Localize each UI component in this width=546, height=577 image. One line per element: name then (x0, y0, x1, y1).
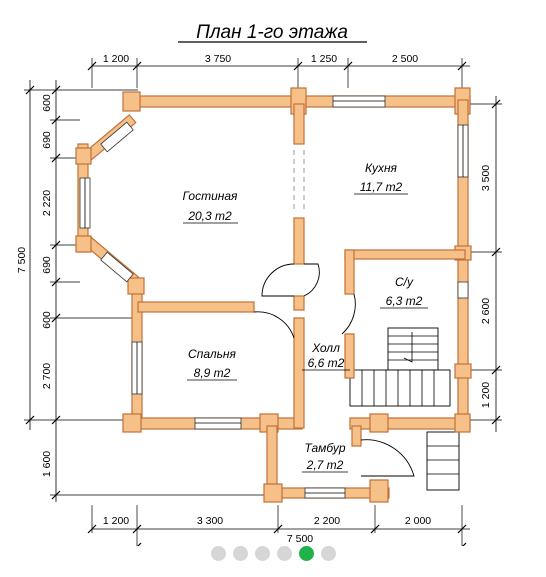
dim-left-7: 1 600 (41, 451, 53, 477)
pager-dot-2[interactable] (232, 546, 248, 561)
floor-plan: План 1-го этажа 1 200 3 750 1 250 2 500 … (16, 22, 502, 546)
pager-dot-6[interactable] (320, 546, 336, 561)
dim-top-1: 1 200 (103, 53, 129, 65)
dim-left-4: 690 (41, 256, 53, 274)
dimension-top: 1 200 3 750 1 250 2 500 (87, 53, 470, 88)
room-name-bath: С/у (395, 275, 414, 289)
dim-left-6: 2 700 (41, 363, 53, 389)
dim-left-1: 600 (41, 94, 53, 112)
room-area-living: 20,3 m2 (187, 209, 232, 223)
room-labels: Гостиная 20,3 m2 Кухня 11,7 m2 С/у 6,3 m… (183, 161, 428, 473)
room-name-living: Гостиная (183, 189, 238, 203)
dim-right-2: 2 600 (480, 298, 492, 324)
dim-bottom-3: 2 200 (314, 515, 340, 527)
room-area-bath: 6,3 m2 (386, 294, 423, 308)
dim-bottom-1: 1 200 (103, 515, 129, 527)
opening-dashes (293, 150, 305, 212)
image-pager (0, 546, 546, 566)
window-kitchen-top (332, 95, 386, 108)
dim-bottom-2: 3 300 (197, 515, 223, 527)
window-bay-bottom (100, 251, 134, 283)
window-bay-top (100, 121, 134, 153)
dim-top-3: 1 250 (311, 53, 337, 65)
dim-left-total: 7 500 (16, 247, 28, 273)
pager-dot-3[interactable] (254, 546, 270, 561)
dim-left-2: 690 (41, 131, 53, 149)
pager-dot-1[interactable] (210, 546, 226, 561)
room-area-kitchen: 11,7 m2 (360, 180, 403, 194)
room-area-bedroom: 8,9 m2 (194, 366, 231, 380)
windows (79, 95, 469, 499)
room-name-kitchen: Кухня (365, 161, 398, 175)
doors (253, 263, 415, 477)
window-bedroom-bottom (194, 417, 242, 430)
room-name-tambour: Тамбур (304, 441, 345, 455)
window-bath (457, 281, 469, 299)
pager-dot-5-active[interactable] (298, 546, 314, 561)
dim-top-4: 2 500 (392, 53, 418, 65)
dimension-bottom: 1 200 3 300 2 200 2 000 7 500 (87, 505, 470, 546)
room-name-hall: Холл (311, 341, 340, 355)
pager-dot-4[interactable] (276, 546, 292, 561)
staircase (349, 327, 460, 491)
dimension-left: 600 690 2 220 690 600 2 700 1 600 7 500 (16, 80, 275, 502)
dim-left-3: 2 220 (41, 190, 53, 216)
dim-bottom-total: 7 500 (287, 533, 313, 545)
room-area-tambour: 2,7 m2 (306, 458, 344, 472)
dim-left-5: 600 (41, 311, 53, 329)
room-name-bedroom: Спальня (188, 347, 236, 361)
room-area-hall: 6,6 m2 (308, 356, 345, 370)
dimension-right: 3 500 2 600 1 200 (470, 96, 502, 432)
dim-top-2: 3 750 (205, 53, 231, 65)
dim-bottom-4: 2 000 (405, 515, 431, 527)
plan-title: План 1-го этажа (196, 22, 348, 43)
dim-right-3: 1 200 (480, 382, 492, 408)
dim-right-1: 3 500 (480, 165, 492, 191)
